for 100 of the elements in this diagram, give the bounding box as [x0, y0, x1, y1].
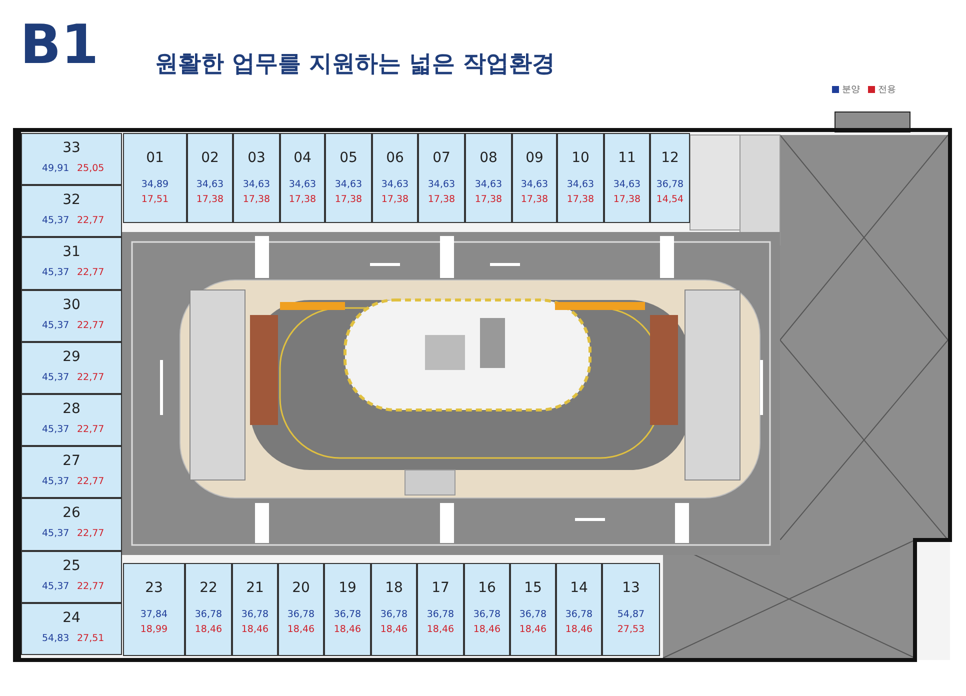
sale-area-value: 36,78 — [655, 179, 685, 190]
unit-number: 12 — [660, 150, 680, 166]
exclusive-area-value: 17,38 — [426, 194, 456, 205]
unit-room — [557, 133, 604, 223]
sale-area-value: 36,78 — [518, 609, 548, 620]
unit-number: 21 — [245, 580, 265, 596]
sale-area-value: 36,78 — [332, 609, 362, 620]
unit-room — [233, 133, 280, 223]
unit-room — [465, 133, 512, 223]
unit-number: 18 — [384, 580, 404, 596]
sale-area-value: 45,37 — [42, 528, 70, 540]
sale-area-value: 34,63 — [242, 179, 272, 190]
exclusive-area-value: 17,38 — [474, 194, 504, 205]
exclusive-area-value: 18,46 — [472, 624, 502, 635]
exclusive-area-value: 27,51 — [77, 632, 104, 644]
unit-room — [650, 133, 690, 223]
sale-area-value: 34,63 — [566, 179, 596, 190]
exclusive-area-value: 17,38 — [195, 194, 225, 205]
exclusive-area-value: 22,77 — [77, 424, 104, 435]
unit-number: 04 — [292, 150, 312, 166]
unit-number: 03 — [246, 150, 266, 166]
unit-room — [604, 133, 650, 223]
unit-number: 01 — [145, 150, 165, 166]
sale-area-value: 45,37 — [42, 267, 70, 278]
sale-area-value: 37,84 — [139, 609, 169, 620]
exclusive-area-value: 18,46 — [194, 624, 224, 635]
unit-room — [187, 133, 233, 223]
unit-number: 23 — [144, 580, 164, 596]
sale-area-value: 49,91 — [42, 163, 70, 174]
unit-number: 32 — [62, 192, 82, 208]
unit-number: 06 — [385, 150, 405, 166]
sale-area-value: 36,78 — [286, 609, 316, 620]
unit-room — [21, 602, 122, 655]
exclusive-area-value: 17,38 — [288, 194, 318, 205]
unit-room — [232, 563, 278, 656]
exclusive-area-value: 17,38 — [566, 194, 596, 205]
sale-area-value: 45,37 — [42, 424, 70, 435]
unit-room — [556, 563, 602, 656]
unit-number: 20 — [291, 580, 311, 596]
exclusive-area-value: 14,54 — [655, 194, 685, 205]
subtitle: 원활한 업무를 지원하는 넓은 작업환경 — [155, 50, 556, 79]
sale-area-value: 36,78 — [472, 609, 502, 620]
unit-number: 16 — [477, 580, 497, 596]
sale-area-value: 34,63 — [195, 179, 225, 190]
unit-number: 27 — [62, 453, 82, 470]
sale-area-value: 36,78 — [564, 609, 594, 620]
unit-number: 05 — [338, 150, 358, 166]
exclusive-area-value: 18,99 — [139, 624, 169, 635]
sale-area-value: 34,63 — [288, 179, 318, 190]
exclusive-area-value: 17,38 — [334, 194, 364, 205]
sale-area-value: 36,78 — [194, 609, 224, 620]
exclusive-area-value: 18,46 — [379, 624, 409, 635]
unit-number: 14 — [569, 580, 589, 596]
exclusive-area-value: 17,51 — [140, 194, 170, 205]
unit-room — [418, 133, 465, 223]
sale-area-value: 45,37 — [42, 372, 70, 383]
exclusive-area-value: 22,77 — [77, 320, 104, 331]
unit-number: 22 — [198, 580, 218, 596]
sale-area-value: 34,63 — [520, 179, 550, 190]
exclusive-area-value: 18,46 — [332, 624, 362, 635]
unit-number: 26 — [62, 505, 82, 522]
unit-room — [510, 563, 556, 656]
sale-area-value: 45,37 — [42, 580, 70, 592]
unit-number: 10 — [570, 150, 590, 166]
unit-room — [372, 133, 418, 223]
unit-number: 25 — [62, 558, 82, 574]
floor-title: B1 — [20, 18, 99, 72]
legend-label: 분양 — [842, 85, 860, 95]
exclusive-area-value: 18,46 — [286, 624, 316, 635]
sale-area-value: 36,78 — [426, 609, 456, 620]
unit-number: 24 — [62, 610, 82, 626]
exclusive-area-value: 22,77 — [77, 528, 104, 540]
unit-number: 09 — [524, 150, 544, 166]
sale-area-value: 34,63 — [380, 179, 410, 190]
exclusive-area-value: 27,53 — [616, 624, 646, 635]
sale-area-value: 34,63 — [474, 179, 504, 190]
unit-number: 11 — [617, 150, 637, 166]
unit-room — [21, 133, 122, 186]
unit-room — [21, 394, 122, 446]
exclusive-area-value: 22,77 — [77, 215, 104, 226]
unit-room — [324, 563, 371, 656]
exclusive-area-value: 17,38 — [242, 194, 272, 205]
exclusive-area-value: 18,46 — [426, 624, 456, 635]
exclusive-area-value: 17,38 — [520, 194, 550, 205]
exclusive-area-value: 18,46 — [564, 624, 594, 635]
unit-number: 30 — [62, 296, 82, 313]
sale-area-value: 34,63 — [612, 179, 642, 190]
unit-room — [21, 446, 122, 498]
unit-room — [21, 498, 122, 551]
unit-room — [464, 563, 510, 656]
unit-room — [185, 563, 232, 656]
exclusive-area-value: 17,38 — [380, 194, 410, 205]
unit-number: 13 — [621, 580, 641, 596]
unit-room — [123, 133, 187, 223]
unit-room — [371, 563, 417, 656]
exclusive-area-value: 25,05 — [77, 163, 104, 174]
unit-room — [417, 563, 464, 656]
exclusive-area-value: 22,77 — [77, 372, 104, 383]
exclusive-area-value: 22,77 — [77, 267, 104, 278]
exclusive-area-value: 22,77 — [77, 580, 104, 592]
